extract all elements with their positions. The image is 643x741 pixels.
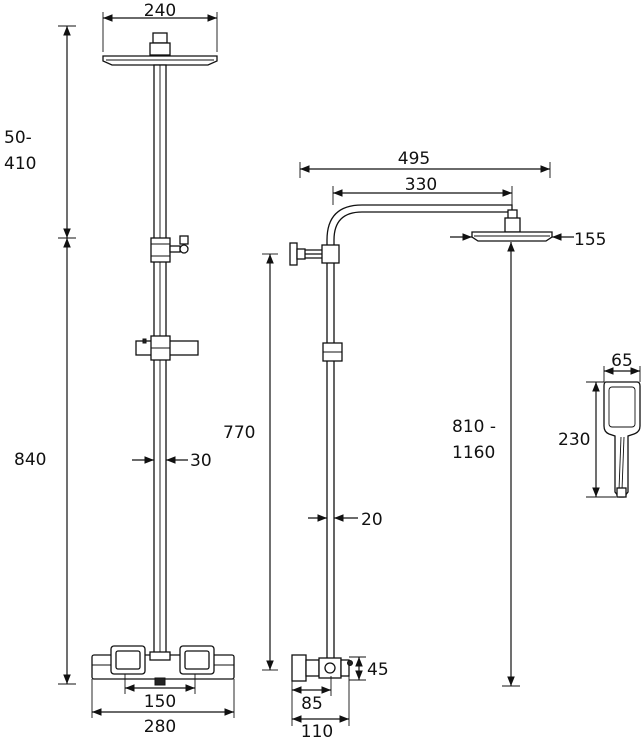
side-wall-bracket (289, 242, 340, 266)
side-pipe-diameter-label: 20 (361, 510, 383, 530)
side-arm-projection-label: 330 (405, 175, 437, 195)
side-valve-depth-label-b: 110 (301, 722, 333, 741)
front-slider-bracket (135, 335, 199, 361)
side-valve-height-label: 45 (367, 660, 389, 680)
side-head-height-label-b: 1160 (452, 443, 495, 463)
side-dim-495: 495 (299, 149, 551, 178)
front-valve-width-label: 280 (144, 717, 176, 737)
front-bar-valve (91, 645, 235, 686)
front-riser-diameter-label: 30 (190, 451, 212, 471)
front-head-width-label: 240 (144, 1, 176, 21)
front-dim-30: 30 (132, 451, 212, 471)
handset-dim-230: 230 (558, 381, 616, 498)
side-dim-45: 45 (349, 656, 389, 681)
side-riser-arm (326, 204, 521, 661)
side-riser-height-label: 770 (223, 423, 255, 443)
handset (603, 381, 641, 498)
side-bar-valve (291, 654, 353, 682)
side-overhead-head (471, 231, 553, 242)
handset-view: 65 230 (558, 351, 641, 498)
side-slider (322, 342, 343, 362)
handset-length-label: 230 (558, 430, 590, 450)
side-dim-770: 770 (223, 253, 278, 671)
front-valve-centres-label: 150 (144, 692, 176, 712)
front-view: 240 50- 410 840 30 150 (4, 1, 235, 737)
handset-dim-65: 65 (603, 351, 641, 382)
front-dim-240: 240 (102, 1, 218, 52)
side-total-projection-label: 495 (398, 149, 430, 169)
front-total-height-label: 840 (14, 450, 46, 470)
side-view: 495 330 155 770 810 - 1160 (223, 149, 606, 741)
side-dim-110: 110 (292, 676, 350, 741)
front-dim-150: 150 (124, 674, 196, 712)
side-dim-20: 20 (308, 510, 383, 530)
front-dim-vertical: 50- 410 840 (4, 25, 76, 685)
front-dim-280: 280 (91, 679, 235, 737)
side-valve-depth-label-a: 85 (301, 694, 323, 714)
side-dim-330: 330 (332, 175, 513, 205)
side-head-height-label-a: 810 - (452, 417, 496, 437)
front-overhead-head (102, 32, 218, 66)
front-upper-height-label-b: 410 (4, 154, 36, 174)
side-dim-155: 155 (450, 230, 606, 250)
side-head-depth-label: 155 (574, 230, 606, 250)
handset-width-label: 65 (611, 351, 633, 371)
front-diverter (150, 235, 189, 263)
side-dim-810-1160: 810 - 1160 (452, 242, 520, 687)
front-upper-height-label-a: 50- (4, 128, 32, 148)
